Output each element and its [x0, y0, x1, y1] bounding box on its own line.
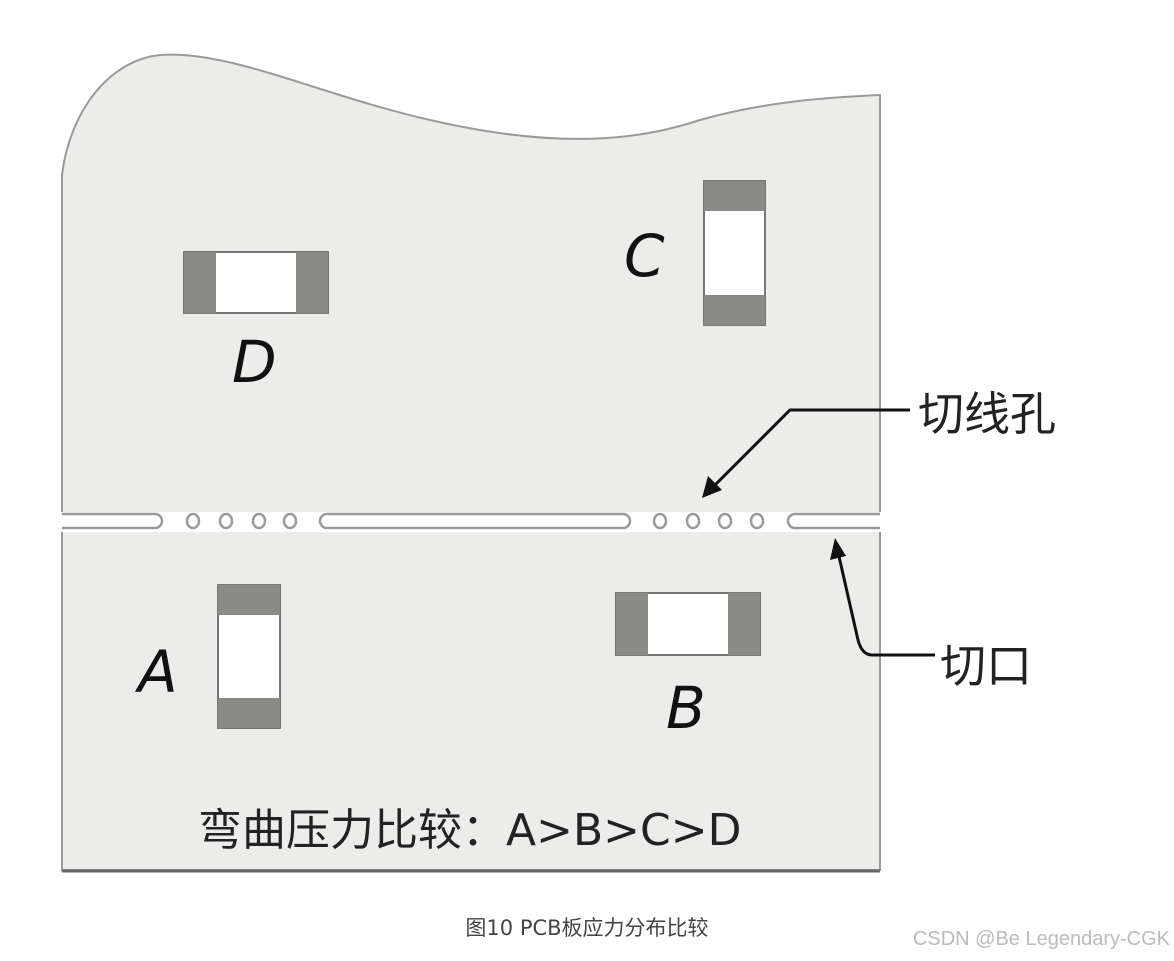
pcb-board-upper [61, 53, 881, 516]
callout-notch: 切口 [940, 639, 1032, 693]
component-a [217, 584, 281, 729]
slots [62, 512, 880, 530]
arrow-notch [836, 551, 935, 657]
label-d: D [232, 328, 277, 396]
arrowhead-icon [830, 538, 846, 560]
watermark: CSDN @Be Legendary-CGK [912, 928, 1170, 950]
arrowhead-icon [702, 476, 722, 498]
comparison-text: 弯曲压力比较：A>B>C>D [198, 805, 742, 856]
callout-cut-holes: 切线孔 [918, 387, 1056, 441]
arrow-cut-holes [710, 408, 910, 490]
label-c: C [624, 222, 665, 290]
component-d [183, 251, 329, 314]
pcb-board-lower [61, 527, 881, 871]
label-a: A [134, 638, 178, 706]
component-c [703, 180, 766, 326]
label-b: B [666, 674, 706, 742]
component-b [615, 592, 761, 656]
figure-caption: 图10 PCB板应力分布比较 [465, 916, 709, 940]
